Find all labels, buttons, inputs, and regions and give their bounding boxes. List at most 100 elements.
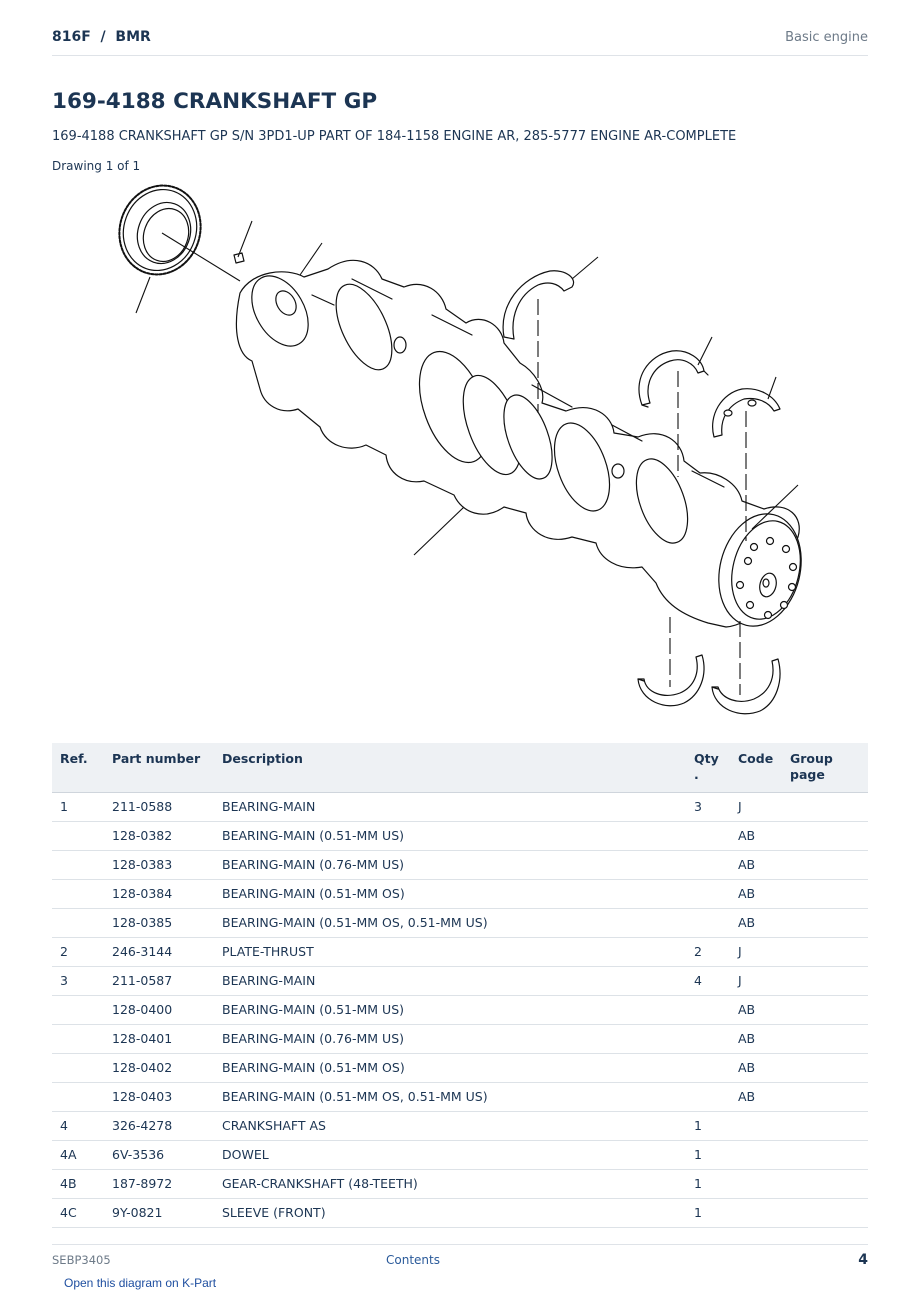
cell-description: BEARING-MAIN — [214, 966, 686, 996]
cell-qty: 1 — [686, 1169, 730, 1199]
cell-part-number: 326-4278 — [104, 1111, 214, 1141]
thrust-plate-icon — [502, 270, 575, 340]
cell-qty: 3 — [686, 792, 730, 822]
cell-code: AB — [730, 1053, 782, 1083]
cell-ref — [52, 1053, 104, 1083]
cell-part-number: 128-0384 — [104, 879, 214, 909]
cell-description: DOWEL — [214, 1140, 686, 1170]
page-subtitle: 169-4188 CRANKSHAFT GP S/N 3PD1-UP PART … — [52, 129, 737, 144]
cell-group-page — [782, 792, 868, 822]
cell-group-page — [782, 1082, 868, 1112]
parts-table-header: Ref. Part number Description Qty . Code … — [52, 743, 868, 793]
section-name: Basic engine — [785, 30, 868, 45]
cell-ref: 1 — [52, 792, 104, 822]
cell-code: AB — [730, 879, 782, 909]
cell-code — [730, 1198, 782, 1228]
cell-group-page — [782, 995, 868, 1025]
drawing-label: Drawing 1 of 1 — [52, 159, 141, 173]
cell-description: BEARING-MAIN (0.51-MM OS, 0.51-MM US) — [214, 1082, 686, 1112]
cell-group-page — [782, 1024, 868, 1054]
cell-code — [730, 1111, 782, 1141]
cell-qty — [686, 1024, 730, 1054]
crankshaft-icon — [235, 259, 800, 628]
cell-code: AB — [730, 908, 782, 938]
cell-description: CRANKSHAFT AS — [214, 1111, 686, 1141]
cell-ref — [52, 1024, 104, 1054]
contents-link[interactable]: Contents — [386, 1253, 440, 1267]
cell-code: J — [730, 966, 782, 996]
cell-qty — [686, 821, 730, 851]
cell-part-number: 128-0385 — [104, 908, 214, 938]
cell-group-page — [782, 1111, 868, 1141]
cell-qty — [686, 1082, 730, 1112]
crankshaft-gear-icon — [118, 184, 202, 276]
cell-ref: 3 — [52, 966, 104, 996]
cell-part-number: 6V-3536 — [104, 1140, 214, 1170]
cell-part-number: 9Y-0821 — [104, 1198, 214, 1228]
parts-table: Ref. Part number Description Qty . Code … — [52, 743, 868, 1228]
cell-group-page — [782, 850, 868, 880]
cell-description: SLEEVE (FRONT) — [214, 1198, 686, 1228]
cell-ref: 2 — [52, 937, 104, 967]
cell-group-page — [782, 1169, 868, 1199]
page-title: 169-4188 CRANKSHAFT GP — [52, 89, 378, 114]
cell-qty: 4 — [686, 966, 730, 996]
col-qty: Qty . — [686, 743, 730, 793]
cell-part-number: 128-0401 — [104, 1024, 214, 1054]
cell-group-page — [782, 1140, 868, 1170]
kpart-diagram-link[interactable]: Open this diagram on K-Part — [64, 1276, 217, 1290]
col-ref: Ref. — [52, 743, 104, 793]
cell-part-number: 128-0383 — [104, 850, 214, 880]
cell-qty — [686, 879, 730, 909]
cell-ref: 4 — [52, 1111, 104, 1141]
cell-part-number: 128-0403 — [104, 1082, 214, 1112]
crankshaft-diagram — [118, 184, 802, 715]
main-bearing-lower-2-icon — [711, 658, 781, 715]
cell-description: BEARING-MAIN (0.51-MM US) — [214, 995, 686, 1025]
cell-group-page — [782, 937, 868, 967]
header-divider — [52, 55, 868, 56]
cell-code: AB — [730, 850, 782, 880]
rear-flange-icon — [718, 513, 802, 627]
cell-qty — [686, 995, 730, 1025]
cell-qty: 1 — [686, 1111, 730, 1141]
cell-part-number: 246-3144 — [104, 937, 214, 967]
cell-part-number: 128-0382 — [104, 821, 214, 851]
cell-ref — [52, 850, 104, 880]
footer-divider — [52, 1244, 868, 1245]
col-description: Description — [214, 743, 686, 793]
cell-qty: 2 — [686, 937, 730, 967]
cell-ref: 4B — [52, 1169, 104, 1199]
cell-group-page — [782, 966, 868, 996]
cell-group-page — [782, 908, 868, 938]
cell-ref — [52, 821, 104, 851]
cell-description: BEARING-MAIN (0.51-MM US) — [214, 821, 686, 851]
cell-description: BEARING-MAIN (0.76-MM US) — [214, 1024, 686, 1054]
document-id: SEBP3405 — [52, 1253, 111, 1267]
cell-description: BEARING-MAIN (0.76-MM US) — [214, 850, 686, 880]
cell-ref — [52, 879, 104, 909]
cell-description: PLATE-THRUST — [214, 937, 686, 967]
cell-description: BEARING-MAIN (0.51-MM OS) — [214, 879, 686, 909]
cell-code: AB — [730, 1024, 782, 1054]
cell-ref: 4A — [52, 1140, 104, 1170]
main-bearing-upper-icon — [638, 350, 709, 408]
cell-part-number: 211-0587 — [104, 966, 214, 996]
cell-qty — [686, 908, 730, 938]
main-bearing-lower-icon — [637, 654, 705, 707]
page-number: 4 — [858, 1252, 868, 1268]
cell-code: J — [730, 792, 782, 822]
cell-qty — [686, 1053, 730, 1083]
cell-code: J — [730, 937, 782, 967]
col-group-page: Group page — [782, 743, 868, 793]
